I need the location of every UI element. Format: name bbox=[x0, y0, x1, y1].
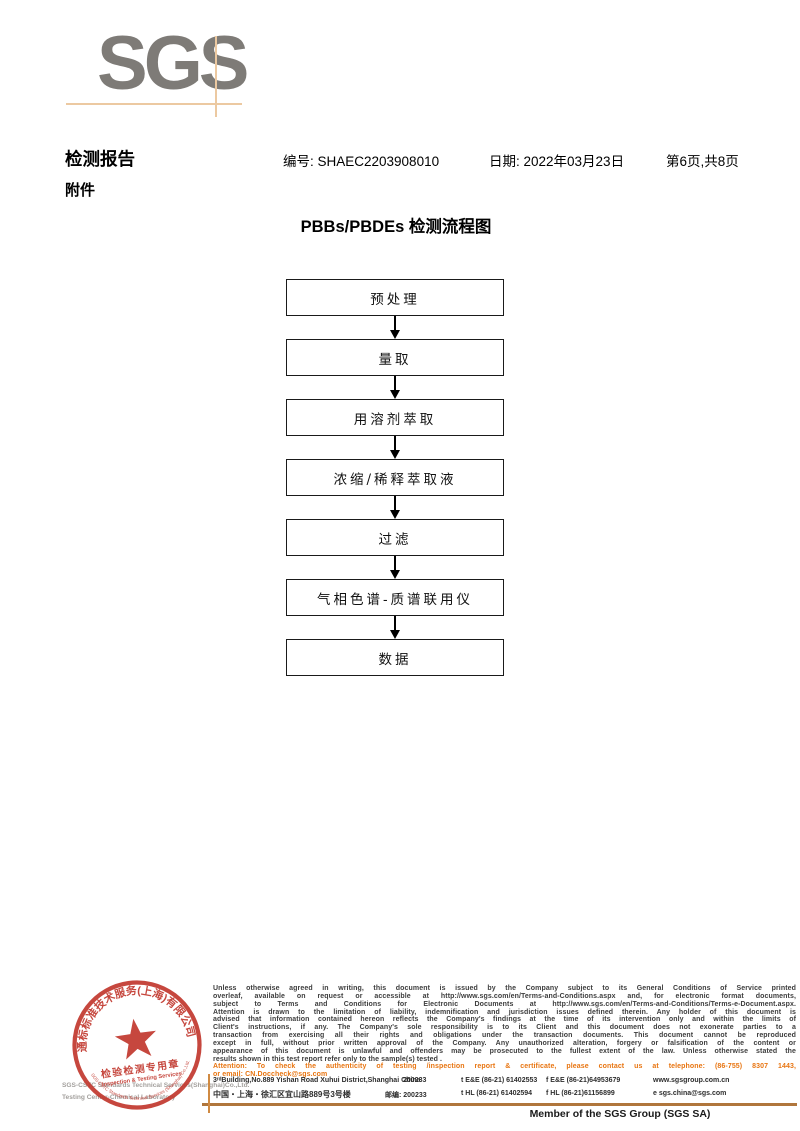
email: e sgs.china@sgs.com bbox=[653, 1090, 727, 1097]
fax-en: f E&E (86-21)64953679 bbox=[546, 1077, 621, 1084]
sgs-group-member-text: Member of the SGS Group (SGS SA) bbox=[529, 1108, 711, 1120]
star-icon bbox=[114, 1018, 156, 1060]
attachment-label: 附件 bbox=[65, 182, 96, 199]
page-indicator: 第6页,共8页 bbox=[666, 154, 739, 169]
address-row-cn: 中国・上海・徐汇区宜山路889号3号楼 邮编: 200233 t HL (86-… bbox=[213, 1088, 796, 1101]
logo-horizontal-rule bbox=[66, 103, 242, 105]
inspection-seal-stamp-icon: 通标标准技术服务(上海)有限公司 检验检测专用章 Inspection & Te… bbox=[68, 975, 202, 1110]
address-divider-rule bbox=[208, 1074, 210, 1113]
down-arrow-icon bbox=[390, 376, 400, 399]
flow-step-data: 数据 bbox=[286, 639, 504, 676]
flow-step-filter: 过滤 bbox=[286, 519, 504, 556]
address-cn: 中国・上海・徐汇区宜山路889号3号楼 bbox=[213, 1090, 351, 1099]
flow-step-solvent-extraction: 用溶剂萃取 bbox=[286, 399, 504, 436]
down-arrow-icon bbox=[390, 616, 400, 639]
website: www.sgsgroup.com.cn bbox=[653, 1077, 730, 1084]
legal-line: transaction from exercising all their ri… bbox=[213, 1032, 796, 1040]
fax-cn: f HL (86-21)61156899 bbox=[546, 1090, 615, 1097]
flow-step-gcms: 气相色谱-质谱联用仪 bbox=[286, 579, 504, 616]
company-name-gray: SGS-CSTC Standards Technical Services(Sh… bbox=[62, 1080, 249, 1104]
legal-line: except in full, without prior written ap… bbox=[213, 1039, 796, 1047]
flow-step-concentrate-dilute: 浓缩/稀释萃取液 bbox=[286, 459, 504, 496]
down-arrow-icon bbox=[390, 316, 400, 339]
legal-line: Client's instructions, if any. The Compa… bbox=[213, 1024, 796, 1032]
flowchart-title: PBBs/PBDEs 检测流程图 bbox=[300, 218, 492, 236]
address-en: 3ʳᵈBuilding,No.889 Yishan Road Xuhui Dis… bbox=[213, 1077, 421, 1084]
company-name-line2: Testing Center-Chemical Laboratory bbox=[62, 1094, 176, 1101]
legal-line: overleaf, available on request or access… bbox=[213, 992, 796, 1000]
report-title: 检测报告 bbox=[65, 149, 135, 169]
flowchart: 预处理 量取 用溶剂萃取 浓缩/稀释萃取液 过滤 气相色谱-质谱联用仪 数据 bbox=[286, 279, 504, 676]
down-arrow-icon bbox=[390, 496, 400, 519]
legal-line: Attention is drawn to the limitation of … bbox=[213, 1008, 796, 1016]
company-name-line1: SGS-CSTC Standards Technical Services(Sh… bbox=[62, 1082, 250, 1089]
down-arrow-icon bbox=[390, 436, 400, 459]
address-row-en: 3ʳᵈBuilding,No.889 Yishan Road Xuhui Dis… bbox=[213, 1075, 796, 1088]
legal-disclaimer: Unless otherwise agreed in writing, this… bbox=[213, 985, 796, 1079]
postcode-en: 200233 bbox=[403, 1077, 427, 1084]
flow-step-pretreatment: 预处理 bbox=[286, 279, 504, 316]
flow-step-measure: 量取 bbox=[286, 339, 504, 376]
legal-line: Unless otherwise agreed in writing, this… bbox=[213, 985, 796, 992]
telephone-cn: t HL (86-21) 61402594 bbox=[461, 1090, 533, 1097]
legal-line: advised that information contained hereo… bbox=[213, 1016, 796, 1024]
legal-line: results shown in this test report refer … bbox=[213, 1055, 443, 1063]
postcode-cn: 邮编: 200233 bbox=[385, 1092, 427, 1099]
attention-line: or email: CN.Doccheck@sgs.com bbox=[213, 1071, 328, 1079]
address-block: 3ʳᵈBuilding,No.889 Yishan Road Xuhui Dis… bbox=[213, 1075, 796, 1101]
footer-rule bbox=[202, 1103, 797, 1106]
telephone-en: t E&E (86-21) 61402553 bbox=[461, 1077, 538, 1084]
attention-line: Attention: To check the authenticity of … bbox=[213, 1063, 796, 1071]
legal-line: subject to Terms and Conditions for Elec… bbox=[213, 1000, 796, 1008]
sgs-logo: SGS bbox=[97, 21, 249, 106]
down-arrow-icon bbox=[390, 556, 400, 579]
report-date: 日期: 2022年03月23日 bbox=[489, 154, 625, 169]
logo-vertical-rule bbox=[215, 36, 217, 117]
legal-line: appearance of this document is unlawful … bbox=[213, 1047, 796, 1055]
report-number: 编号: SHAEC2203908010 bbox=[283, 154, 440, 169]
